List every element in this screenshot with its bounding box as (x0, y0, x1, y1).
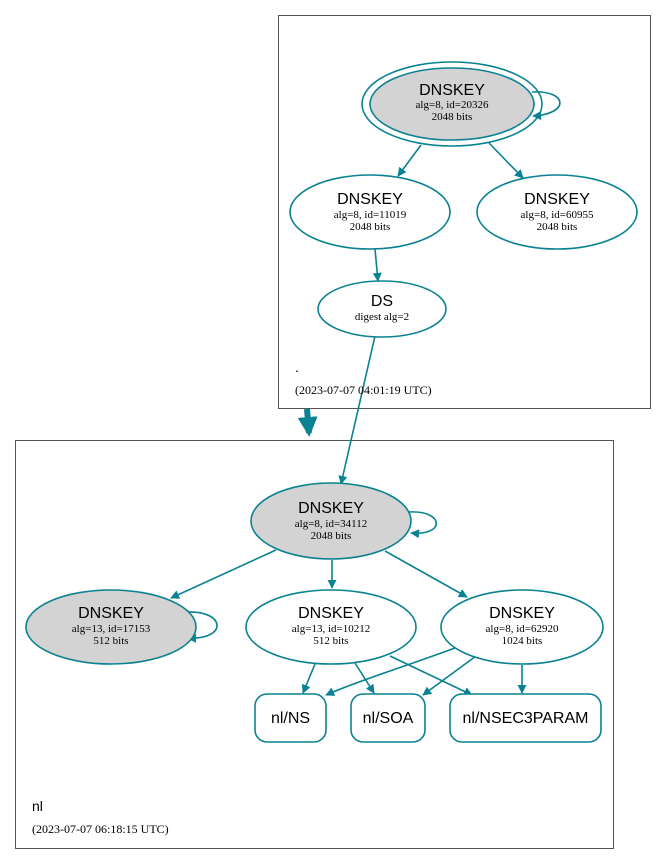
edge-zsk1-ds (372, 248, 382, 282)
node-root-zsk-60955[interactable]: DNSKEY alg=8, id=60955 2048 bits (476, 174, 638, 250)
node-nl-key-62920[interactable]: DNSKEY alg=8, id=62920 1024 bits (440, 589, 604, 665)
node-alg-id: alg=8, id=11019 (334, 209, 407, 221)
edges (170, 91, 561, 696)
rrset-label: nl/SOA (363, 710, 414, 727)
delegation-arrow (297, 408, 318, 437)
node-nl-ksk-34112[interactable]: DNSKEY alg=8, id=34112 2048 bits (250, 482, 412, 560)
node-digest: digest alg=2 (355, 311, 409, 323)
edge-root-ksk-zsk2 (488, 142, 524, 179)
edge-ds-nl-ksk (338, 335, 376, 485)
node-bits: 512 bits (93, 635, 128, 647)
edge-root-ksk-self (531, 91, 561, 121)
edge-nl-ksk-self (408, 511, 438, 539)
node-title: DNSKEY (419, 82, 485, 99)
node-title: DS (371, 293, 393, 310)
rrset-label: nl/NSEC3PARAM (463, 710, 589, 727)
node-alg-id: alg=8, id=60955 (521, 209, 594, 221)
node-title: DNSKEY (489, 605, 555, 622)
node-ds[interactable]: DS digest alg=2 (317, 280, 447, 338)
root-zone-timestamp: (2023-07-07 04:01:19 UTC) (295, 383, 432, 397)
edge-nl-ksk-62920 (384, 550, 468, 598)
root-zone-name: . (295, 359, 299, 375)
node-bits: 2048 bits (432, 111, 473, 123)
node-bits: 1024 bits (502, 635, 543, 647)
edge-62920-ns (325, 644, 464, 696)
node-rrset-soa[interactable]: nl/SOA (350, 693, 426, 743)
root-zone-box (278, 15, 651, 409)
node-alg-id: alg=8, id=34112 (295, 518, 368, 530)
node-alg-id: alg=13, id=17153 (72, 623, 151, 635)
edge-nl-ksk-17153 (170, 549, 277, 599)
edge-62920-soa (422, 655, 477, 696)
edge-10212-nsec3param (389, 655, 473, 696)
node-title: DNSKEY (298, 605, 364, 622)
node-title: DNSKEY (298, 500, 364, 517)
node-title: DNSKEY (78, 605, 144, 622)
node-root-zsk-11019[interactable]: DNSKEY alg=8, id=11019 2048 bits (289, 174, 451, 250)
node-alg-id: alg=8, id=62920 (486, 623, 559, 635)
nl-zone-box (15, 440, 614, 849)
node-title: DNSKEY (524, 191, 590, 208)
node-rrset-ns[interactable]: nl/NS (254, 693, 327, 743)
nl-zone-name: nl (32, 798, 43, 814)
edge-10212-ns (301, 663, 316, 694)
node-title: DNSKEY (337, 191, 403, 208)
edge-root-ksk-zsk1 (397, 144, 422, 177)
node-bits: 2048 bits (350, 221, 391, 233)
node-bits: 2048 bits (537, 221, 578, 233)
node-nl-key-10212[interactable]: DNSKEY alg=13, id=10212 512 bits (245, 589, 417, 665)
node-bits: 2048 bits (311, 530, 352, 542)
node-nl-key-17153[interactable]: DNSKEY alg=13, id=17153 512 bits (25, 589, 197, 665)
node-rrset-nsec3param[interactable]: nl/NSEC3PARAM (449, 693, 602, 743)
node-alg-id: alg=8, id=20326 (416, 99, 489, 111)
edge-17153-self (185, 611, 218, 643)
node-alg-id: alg=13, id=10212 (292, 623, 370, 635)
node-root-ksk[interactable]: DNSKEY alg=8, id=20326 2048 bits (361, 61, 543, 147)
rrset-label: nl/NS (271, 710, 310, 727)
node-bits: 512 bits (313, 635, 348, 647)
edge-10212-soa (354, 662, 375, 694)
nl-zone-timestamp: (2023-07-07 06:18:15 UTC) (32, 822, 169, 836)
